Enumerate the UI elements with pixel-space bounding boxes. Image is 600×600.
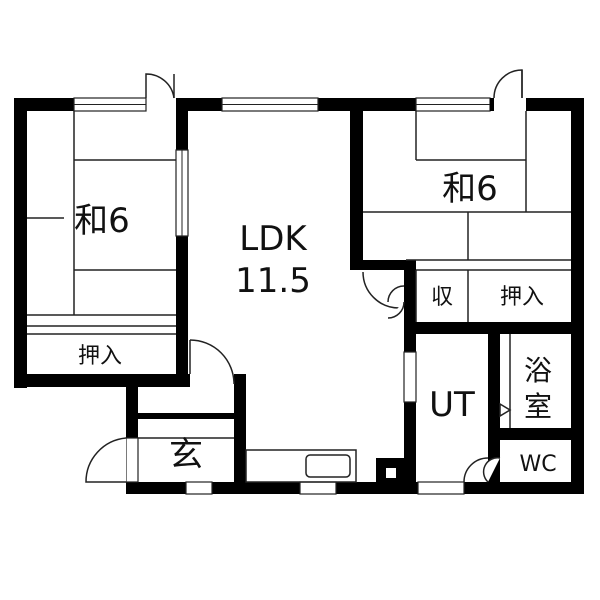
label-utility: UT (429, 385, 475, 425)
wall-left-ldk-bottom (176, 236, 188, 386)
label-washitsu-right: 和6 (442, 169, 498, 209)
wall-top-mid (318, 98, 416, 111)
wall-entrance-mid (138, 413, 234, 419)
label-toilet: WC (519, 452, 556, 477)
label-ldk-size: 11.5 (235, 261, 311, 301)
window-bottom-ut (417, 481, 465, 495)
wall-top-left (14, 98, 74, 111)
label-bath-2: 室 (524, 390, 552, 423)
door-storage-2 (387, 301, 405, 319)
wall-left (14, 98, 27, 388)
door-top-right (493, 69, 523, 99)
label-ldk: LDK (239, 219, 308, 259)
wall-top-right (526, 98, 584, 111)
wall-top-left-b (178, 98, 222, 111)
wall-entrance-right (234, 374, 246, 494)
doors (85, 69, 523, 483)
door-storage (387, 285, 405, 303)
wall-bottom-4 (464, 482, 584, 494)
wall-top-right-gap (490, 98, 494, 111)
label-closet-right: 押入 (500, 285, 544, 310)
label-bath-1: 浴 (524, 354, 552, 387)
wall-ldk-right-low (350, 260, 406, 270)
wall-ldk-right (350, 98, 363, 270)
wall-bath-wc (500, 428, 584, 440)
wall-entrance-top (126, 374, 190, 386)
wall-entrance-left-top (126, 386, 138, 438)
door-front (85, 437, 127, 483)
wall-bottom-2 (212, 482, 300, 494)
window-bottom-kitchen (299, 481, 337, 495)
wall-right (571, 98, 584, 494)
window-bottom-left (185, 481, 213, 495)
label-storage: 収 (431, 285, 453, 310)
label-entrance: 玄 (169, 435, 203, 475)
door-entrance-hall (189, 339, 235, 385)
label-washitsu-left: 和6 (74, 201, 130, 241)
kitchen-sink (305, 454, 351, 478)
door-wc (482, 457, 501, 483)
window-ut-side (403, 351, 417, 403)
wall-left-ldk-top (176, 98, 188, 150)
door-ut (463, 457, 489, 483)
tatami-lines (27, 111, 571, 483)
label-closet-left: 押入 (78, 344, 122, 369)
bath-door-marker (499, 402, 512, 418)
wall-bottom-1 (126, 482, 186, 494)
door-top-left (145, 73, 175, 99)
window-entrance-side (125, 437, 139, 483)
wall-mid-right (404, 322, 584, 334)
pillar-inner (386, 468, 396, 478)
wall-ut-bath (488, 334, 500, 482)
window-center-lines (74, 104, 490, 236)
kitchen-counter (245, 449, 357, 483)
walls (14, 98, 584, 494)
